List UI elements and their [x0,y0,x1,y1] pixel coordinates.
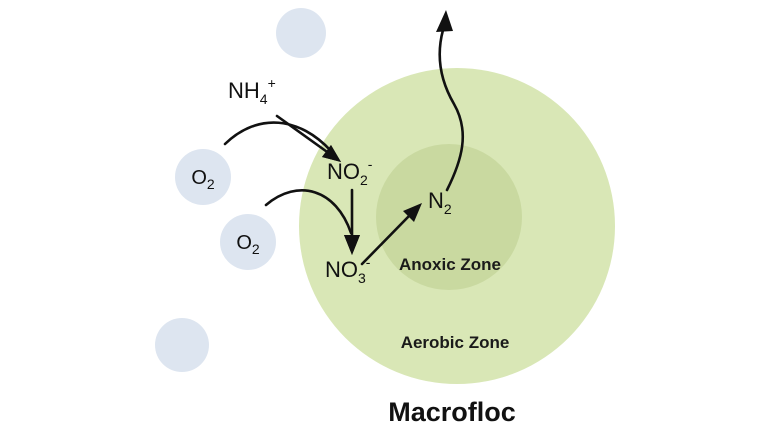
anoxic-zone-circle [376,144,522,290]
oxygen-bubble-label: O2 [236,232,260,257]
figure-title: Macrofloc [388,397,516,427]
arrow-dinitrogen-escape [436,10,465,192]
oxygen-bubble-label: O2 [191,167,215,192]
species-label-nitrate: NO3- [325,254,371,286]
arrow-oxygen-to-nitrate [264,189,360,255]
decorative-bubble [276,8,326,58]
oxygen-bubble [175,149,231,205]
anoxic-zone-label: Anoxic Zone [399,255,501,274]
species-label-dinitrogen: N2 [428,188,452,217]
arrow-oxygen-to-nitrite [223,121,341,162]
species-label-nitrite: NO2- [327,156,373,188]
oxygen-bubble [220,214,276,270]
aerobic-zone-label: Aerobic Zone [401,333,510,352]
species-label-ammonium: NH4+ [228,75,276,107]
decorative-bubble [155,318,209,372]
arrow-nitrate-to-dinitrogen [360,203,422,266]
